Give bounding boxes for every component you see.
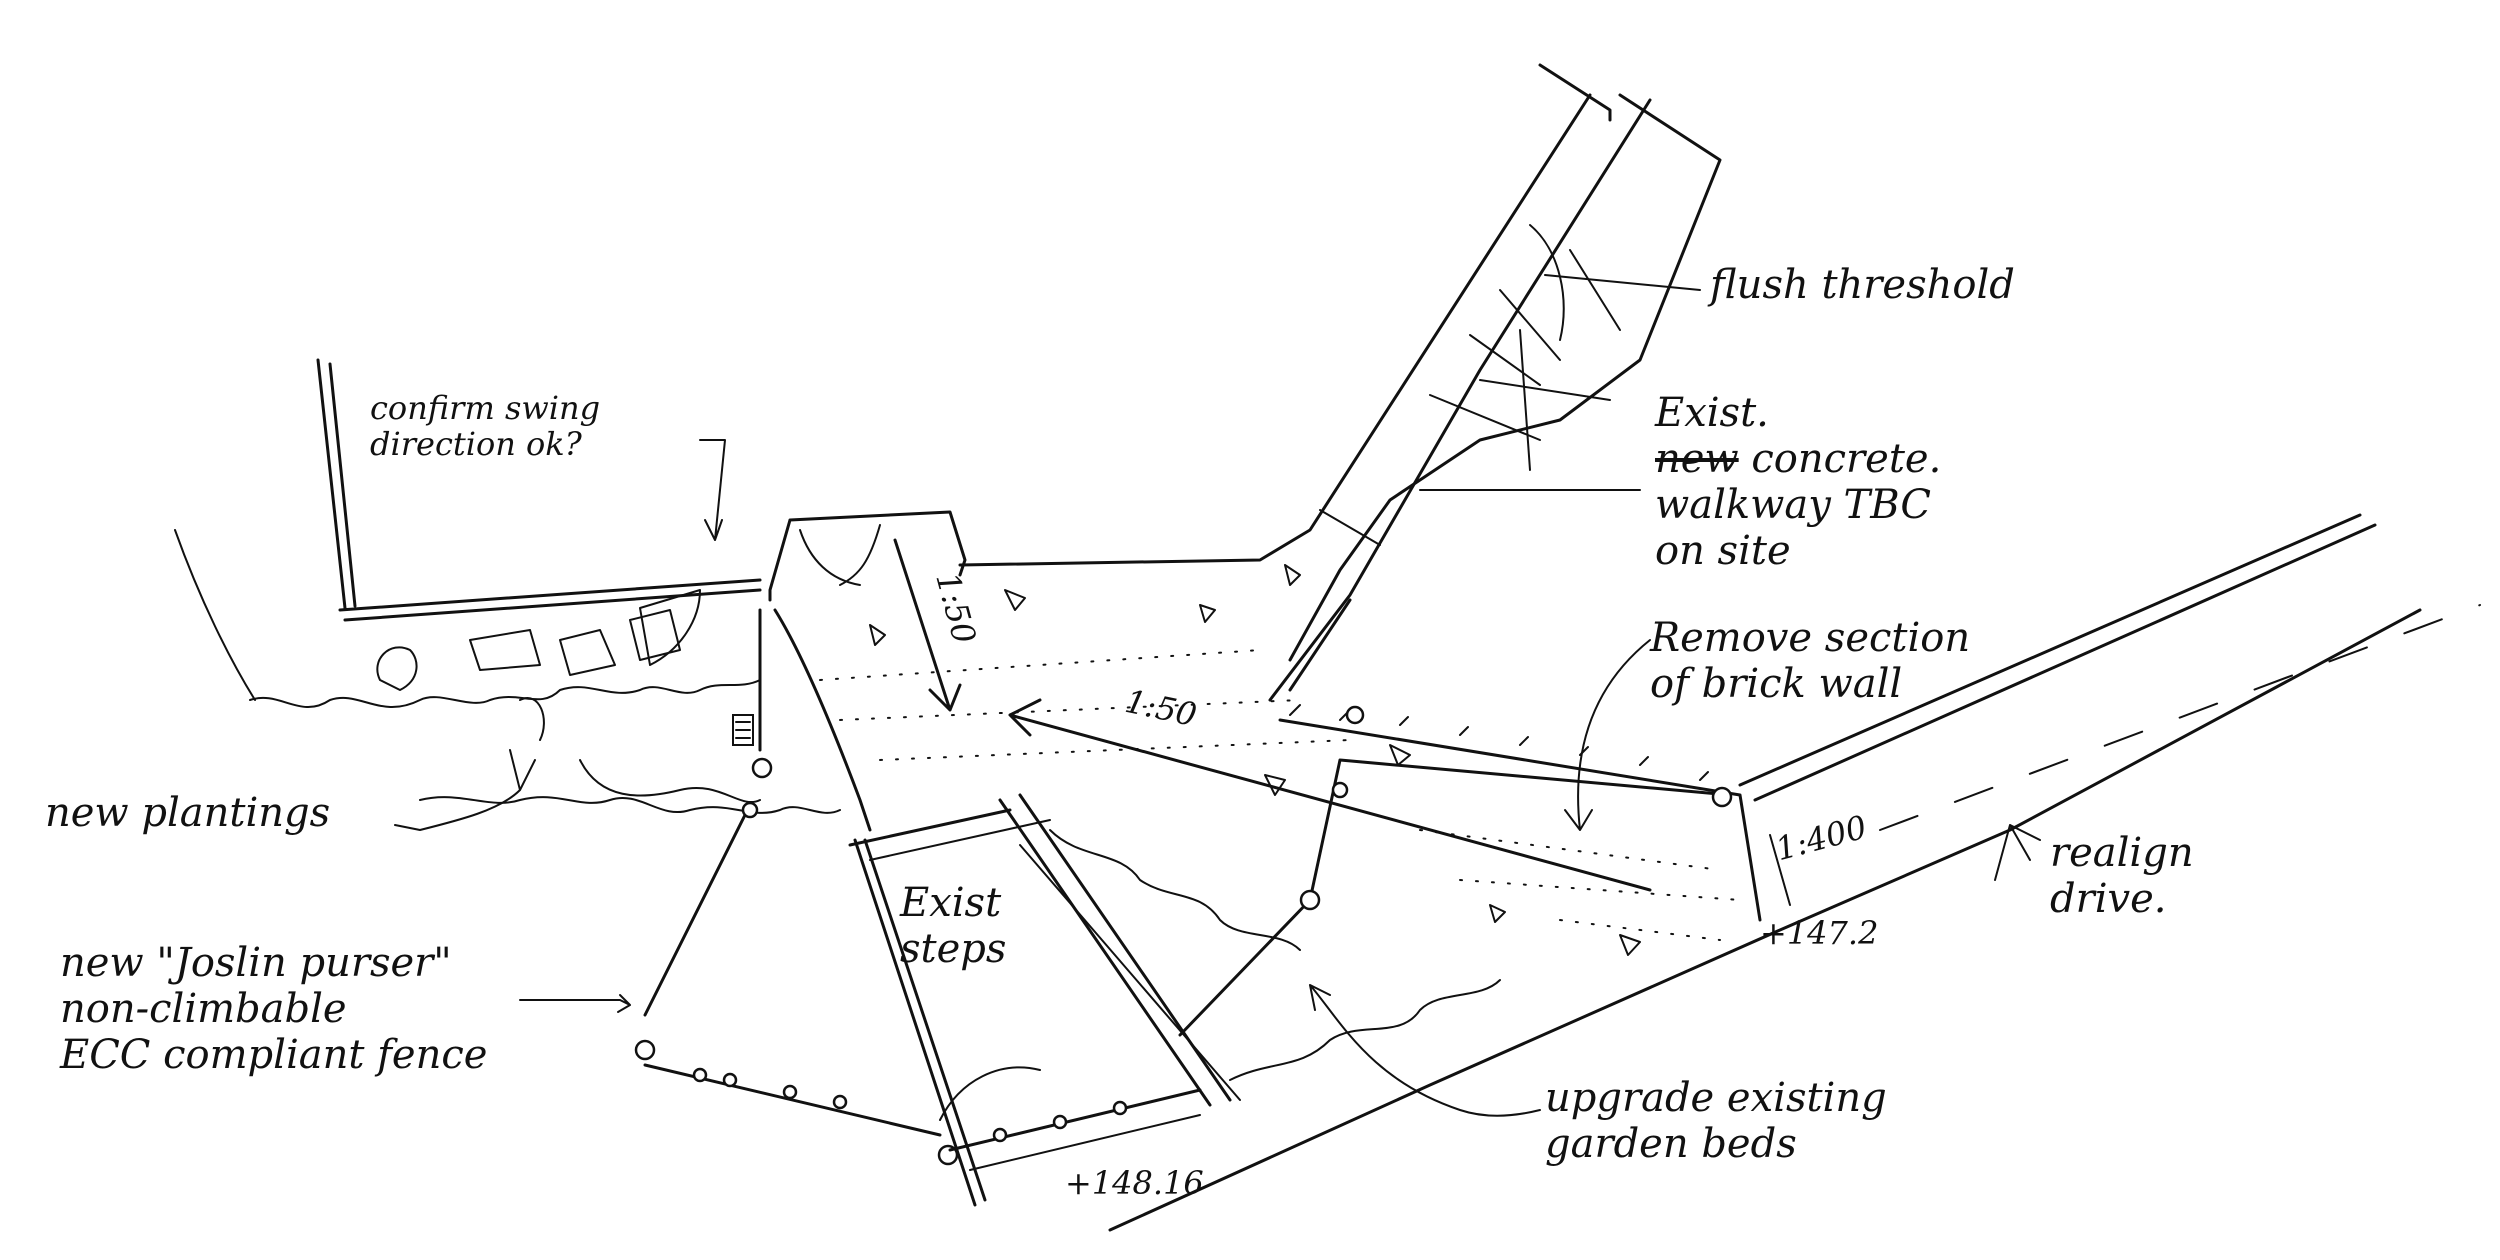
steps-outline — [848, 793, 1232, 1207]
struck-word: new — [1655, 436, 1739, 482]
brick-wall-line — [1278, 718, 1762, 922]
note-line: direction ok? — [370, 425, 582, 463]
note-line: of brick wall — [1650, 661, 1903, 707]
walkway-cross-lines — [1319, 249, 1621, 546]
remove-wall-leader — [1564, 639, 1651, 831]
note-line: new "Joslin purser" — [60, 940, 452, 986]
note-line: Exist — [900, 880, 1002, 926]
note-line: confirm swing — [370, 389, 601, 427]
drive-edge-bottom — [1108, 608, 2422, 1232]
fence-post — [832, 1094, 848, 1110]
level-label-right: +147.2 — [1760, 914, 1879, 952]
plantings-cloud-shapes — [376, 609, 761, 803]
steps-treads — [869, 819, 1241, 1171]
note-line: walkway TBC — [1655, 482, 1931, 528]
concrete-hatch-triangles — [869, 564, 1641, 956]
confirm-swing-leader — [699, 439, 726, 541]
drive-centreline — [1879, 604, 2481, 831]
new-plantings-leader — [394, 749, 536, 831]
realign-drive-leader — [1994, 824, 2041, 881]
fence-post — [634, 1039, 656, 1061]
realign-drive-note: realign drive. — [2050, 830, 2194, 922]
fence-post — [1331, 781, 1349, 799]
note-line: on site — [1655, 528, 1791, 574]
note-line: steps — [900, 926, 1007, 972]
fence-right-line — [1178, 758, 1732, 1037]
house-wall-line — [316, 358, 762, 622]
garden-bed-cloud-2 — [1229, 979, 1501, 1081]
plantings-cloud-lower — [419, 796, 841, 814]
fence-post — [1345, 705, 1365, 725]
fence-entry-line — [758, 608, 872, 832]
slope-arrow-entry — [893, 538, 962, 712]
exist-steps-note: Exist steps — [900, 880, 1006, 972]
fence-post — [751, 757, 773, 779]
fence-post — [722, 1072, 738, 1088]
fence-post — [741, 801, 759, 819]
walkway-edge-top — [958, 93, 1592, 567]
flush-threshold-note: flush threshold — [1710, 262, 2015, 308]
fence-post — [782, 1084, 798, 1100]
plantings-cloud-left — [249, 679, 761, 709]
fence-post — [992, 1127, 1008, 1143]
fence-note: new "Joslin purser" non-climbable ECC co… — [60, 940, 487, 1078]
note-line: new concrete. — [1655, 436, 1942, 482]
garden-beds-note: upgrade existing garden beds — [1545, 1075, 1887, 1167]
flush-threshold-arc — [1499, 224, 1565, 361]
garden-bed-cloud — [939, 829, 1301, 1121]
note-line: garden beds — [1545, 1121, 1797, 1167]
level-label-bottom: +148.16 — [1065, 1164, 1204, 1202]
confirm-swing-note: confirm swing direction ok? — [370, 390, 600, 462]
fence-post — [1112, 1100, 1128, 1116]
fence-post — [1299, 889, 1321, 911]
note-line: upgrade existing — [1545, 1075, 1887, 1121]
note-line: non-climbable — [60, 986, 347, 1032]
door-swing-arc-left — [639, 589, 701, 666]
note-line: realign — [2050, 830, 2194, 876]
flush-threshold-leader — [1544, 274, 1701, 291]
level-marker-drive — [1769, 834, 1791, 906]
fence-post — [1052, 1114, 1068, 1130]
fence-post — [1711, 786, 1733, 808]
garden-beds-leader — [1309, 984, 1541, 1117]
note-line: ECC compliant fence — [60, 1032, 488, 1078]
gate-marker — [732, 714, 754, 746]
fence-leader — [519, 994, 631, 1013]
left-boundary-line — [174, 529, 256, 701]
remove-wall-note: Remove section of brick wall — [1650, 615, 1970, 707]
walkway-note-exist: Exist. — [1655, 390, 1769, 436]
fence-post — [692, 1067, 708, 1083]
gate-hatch — [735, 721, 751, 739]
drive-edge-top — [1738, 513, 2362, 787]
entry-porch — [768, 510, 967, 602]
note-line: Remove section — [1650, 615, 1971, 661]
walkway-edge-outer — [1288, 93, 1722, 692]
note-line: drive. — [2050, 876, 2167, 922]
fence-bottom-line — [948, 1088, 1202, 1152]
walkway-edge-inner — [1268, 63, 1652, 702]
walkway-note: Exist. new concrete. walkway TBC on site — [1655, 390, 1941, 574]
new-plantings-note: new plantings — [45, 790, 331, 836]
door-swing-arc — [799, 524, 881, 586]
drive-edge-top-2 — [1753, 523, 2377, 802]
brick-wall-ticks — [1289, 704, 1709, 781]
